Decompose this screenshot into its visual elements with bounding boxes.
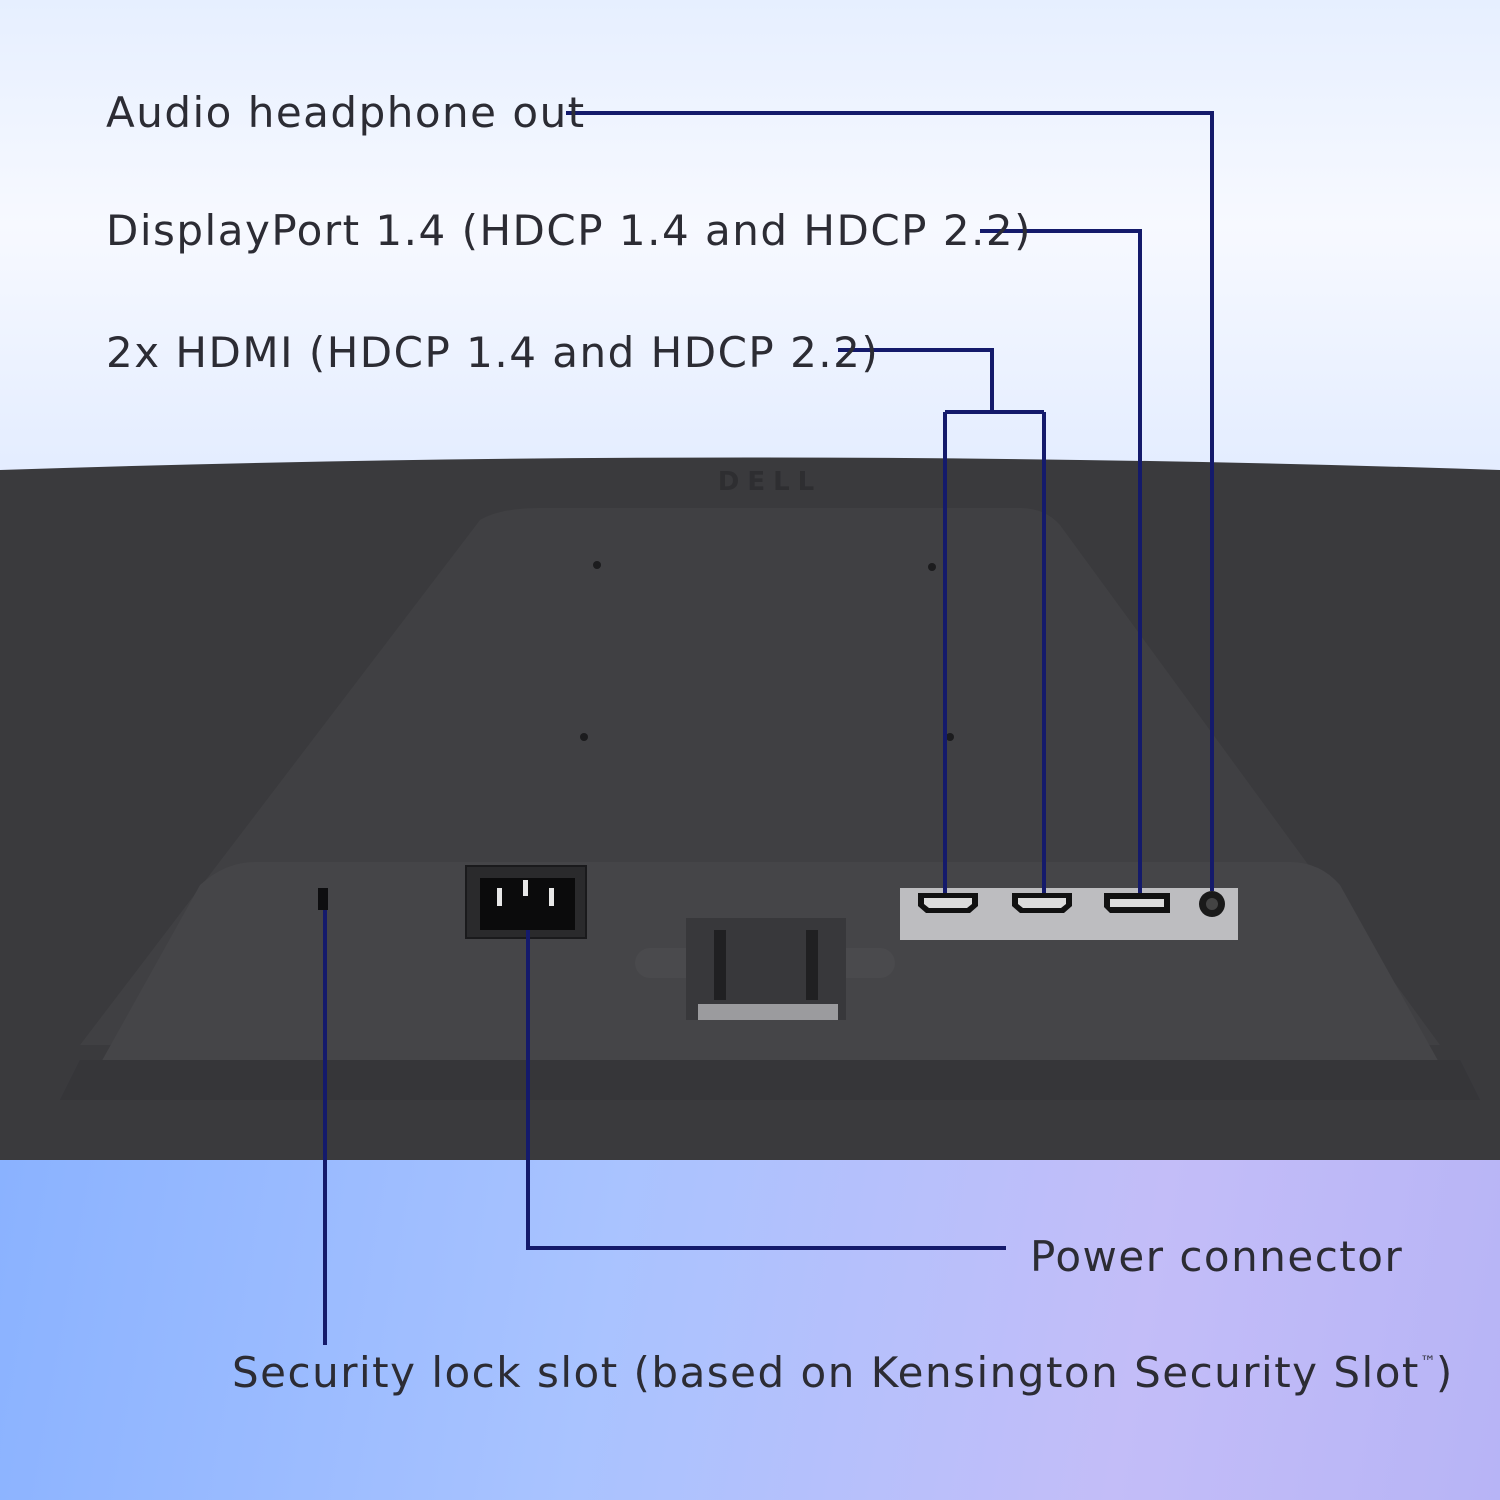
label-power-connector: Power connector bbox=[1030, 1232, 1404, 1281]
hdmi-port-icon bbox=[918, 893, 978, 913]
label-security-lock-close: ) bbox=[1435, 1348, 1454, 1397]
leader-line-audio bbox=[566, 111, 1214, 891]
hdmi-port-icon bbox=[1012, 893, 1072, 913]
audio-jack-icon bbox=[1199, 891, 1225, 917]
vesa-holes bbox=[580, 561, 954, 741]
displayport-port-icon bbox=[1104, 893, 1170, 913]
label-security-lock-text: Security lock slot (based on Kensington … bbox=[232, 1348, 1420, 1397]
label-hdmi: 2x HDMI (HDCP 1.4 and HDCP 2.2) bbox=[106, 328, 880, 377]
stand-mount-bracket bbox=[635, 918, 895, 1020]
label-security-lock-slot: Security lock slot (based on Kensington … bbox=[232, 1352, 1454, 1394]
label-audio-headphone-out: Audio headphone out bbox=[106, 88, 586, 137]
leader-lines bbox=[323, 111, 1214, 1345]
label-displayport: DisplayPort 1.4 (HDCP 1.4 and HDCP 2.2) bbox=[106, 206, 1033, 255]
leader-line-displayport bbox=[980, 229, 1142, 893]
background-bottom bbox=[0, 1150, 1500, 1500]
trademark-symbol: ™ bbox=[1419, 1352, 1436, 1371]
leader-line-hdmi bbox=[838, 348, 1046, 893]
background-top bbox=[0, 0, 1500, 500]
monitor-bottom-lip bbox=[60, 1060, 1480, 1100]
dell-logo: DELL bbox=[718, 467, 822, 497]
security-slot-icon bbox=[318, 888, 328, 910]
leader-line-power bbox=[526, 930, 1006, 1250]
power-socket-icon bbox=[465, 865, 587, 939]
